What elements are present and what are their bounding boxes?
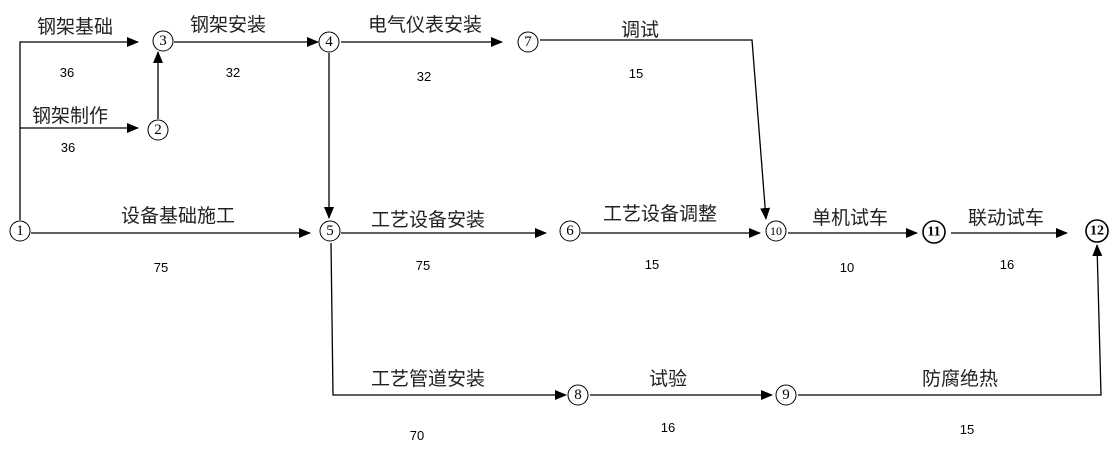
node-2: 2: [147, 119, 169, 141]
node-number: 11: [927, 225, 940, 240]
node-9: 9: [775, 384, 797, 406]
node-4: 4: [318, 31, 340, 53]
activity-label: 设备基础施工: [121, 205, 235, 227]
activity-duration: 75: [154, 260, 168, 275]
arrow-5-8: [330, 242, 567, 400]
arrow-9-12: [798, 244, 1103, 396]
activity-label: 钢架基础: [37, 16, 113, 38]
activity-label: 钢架安装: [190, 14, 266, 36]
activity-label: 试验: [649, 368, 687, 390]
node-number: 6: [566, 223, 574, 239]
node-number: 5: [326, 223, 334, 239]
arrow-7-10: [540, 39, 771, 220]
activity-label: 联动试车: [968, 207, 1044, 229]
activity-label: 电气仪表安装: [368, 14, 482, 36]
activity-duration: 32: [417, 69, 431, 84]
node-number: 9: [782, 387, 790, 403]
activity-duration: 15: [960, 422, 974, 437]
activity-duration: 70: [410, 428, 424, 443]
node-5: 5: [319, 220, 341, 242]
activity-duration: 75: [416, 258, 430, 273]
activity-duration: 15: [645, 257, 659, 272]
node-number: 3: [159, 33, 167, 49]
node-1: 1: [9, 220, 31, 242]
node-11: 11: [922, 220, 946, 244]
node-12: 12: [1085, 219, 1109, 243]
node-number: 12: [1090, 224, 1104, 239]
activity-duration: 36: [60, 65, 74, 80]
activity-label: 单机试车: [812, 207, 888, 229]
activity-duration: 36: [61, 140, 75, 155]
activity-duration: 16: [661, 420, 675, 435]
activity-label: 钢架制作: [32, 105, 108, 127]
node-number: 4: [325, 34, 333, 50]
activity-label: 工艺管道安装: [371, 368, 485, 390]
activity-label: 工艺设备安装: [371, 209, 485, 231]
node-number: 10: [770, 224, 782, 238]
node-number: 2: [154, 122, 162, 138]
node-number: 8: [574, 387, 582, 403]
activity-label: 工艺设备调整: [603, 203, 717, 225]
node-3: 3: [152, 30, 174, 52]
activity-duration: 10: [840, 260, 854, 275]
activity-duration: 32: [226, 65, 240, 80]
activity-label: 调试: [621, 19, 659, 41]
node-8: 8: [567, 384, 589, 406]
activity-label: 防腐绝热: [922, 368, 998, 390]
node-7: 7: [517, 31, 539, 53]
node-number: 7: [524, 34, 532, 50]
node-number: 1: [16, 223, 24, 239]
activity-duration: 15: [629, 66, 643, 81]
activity-duration: 16: [1000, 257, 1014, 272]
node-10: 10: [765, 220, 787, 242]
arrow-1-3: [19, 37, 139, 220]
node-6: 6: [559, 220, 581, 242]
